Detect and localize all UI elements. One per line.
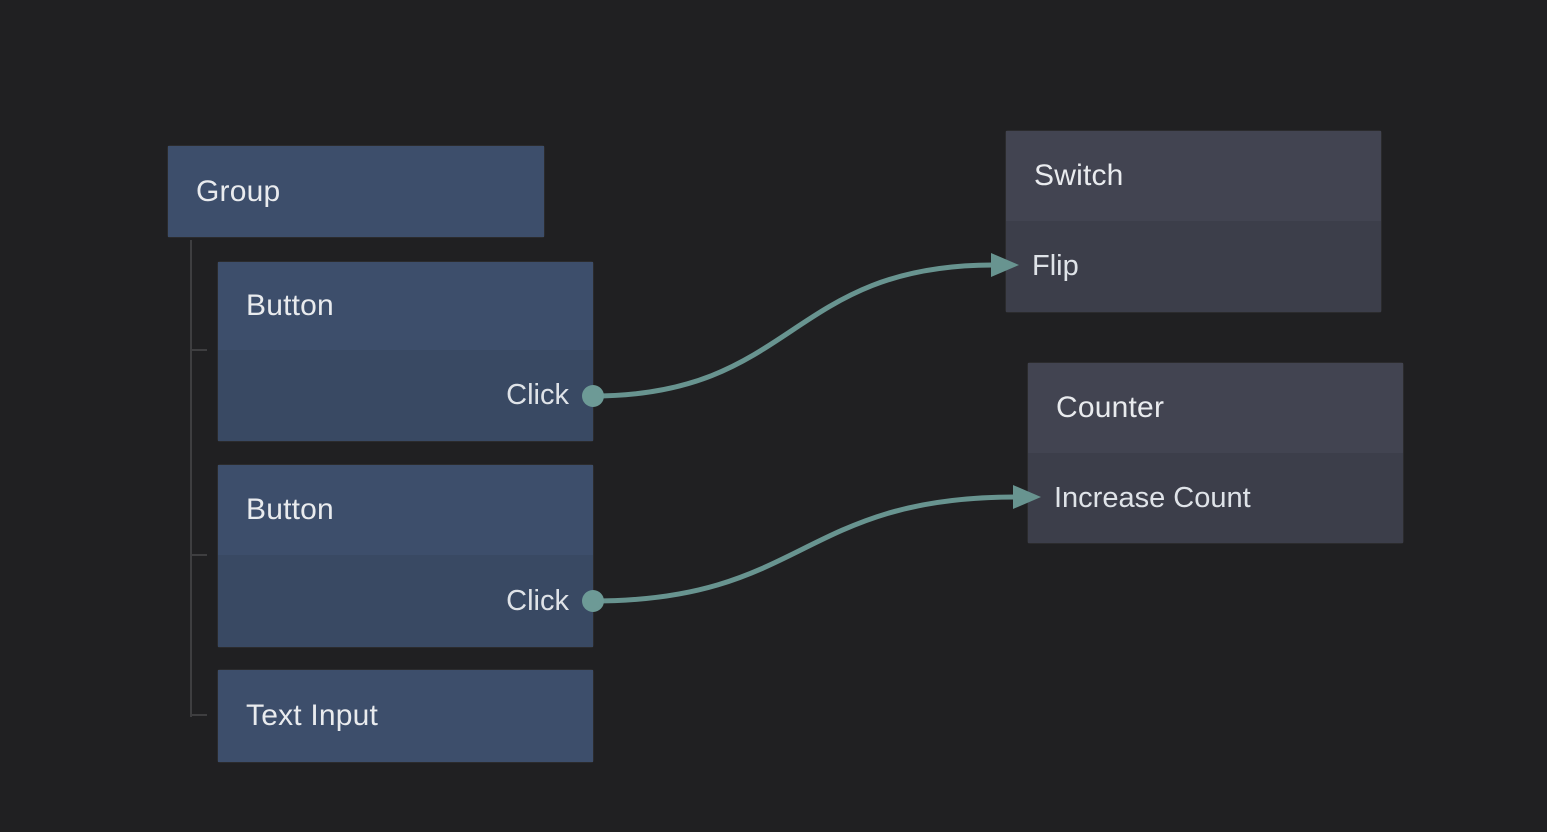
input-port-label: Increase Count <box>1054 481 1251 514</box>
input-port-label: Flip <box>1032 250 1079 282</box>
input-row-flip: Flip <box>1006 221 1381 312</box>
node-title: Button <box>218 262 593 350</box>
output-row-click: Click <box>218 350 593 441</box>
tree-connector-tick <box>190 554 207 556</box>
node-title: Button <box>218 465 593 555</box>
edge-button1-click-to-switch-flip[interactable] <box>592 262 994 399</box>
output-port-label: Click <box>506 584 569 617</box>
tree-connector-tick <box>190 714 207 716</box>
output-port-label: Click <box>506 379 569 411</box>
node-title: Counter <box>1028 363 1403 453</box>
input-row-increase-count: Increase Count <box>1028 453 1403 543</box>
node-counter[interactable]: Counter Increase Count <box>1028 363 1403 543</box>
node-button-1[interactable]: Button Click <box>218 262 593 441</box>
node-text-input[interactable]: Text Input <box>218 670 593 762</box>
output-port-dot-button2-click[interactable] <box>582 590 604 612</box>
tree-connector-line <box>190 240 192 717</box>
node-title: Group <box>168 146 544 237</box>
output-port-dot-button1-click[interactable] <box>582 385 604 407</box>
node-group[interactable]: Group <box>168 146 544 237</box>
node-button-2[interactable]: Button Click <box>218 465 593 647</box>
node-switch[interactable]: Switch Flip <box>1006 131 1381 312</box>
edge-button2-click-to-counter-increase-count[interactable] <box>592 494 1016 604</box>
tree-connector-tick <box>190 349 207 351</box>
output-row-click: Click <box>218 555 593 647</box>
node-title: Switch <box>1006 131 1381 221</box>
node-title: Text Input <box>218 670 593 762</box>
